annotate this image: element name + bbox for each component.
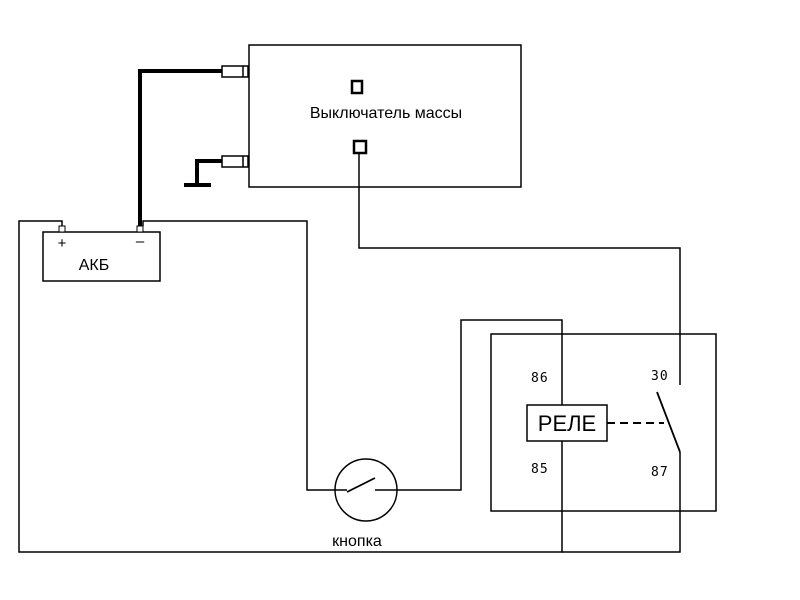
relay-pin-87: 87 bbox=[651, 465, 669, 480]
mass-switch-terminal-top bbox=[221, 65, 249, 78]
battery-label: АКБ bbox=[79, 257, 110, 274]
battery-plus-sign: + bbox=[58, 235, 67, 252]
relay-pin-86: 86 bbox=[531, 371, 549, 386]
wire-button-to-relay-86 bbox=[397, 319, 563, 491]
button-label: кнопка bbox=[332, 533, 382, 550]
mass-switch-box bbox=[248, 44, 522, 188]
battery-minus-sign: – bbox=[136, 233, 145, 250]
relay: РЕЛЕ 86 85 30 87 bbox=[490, 333, 717, 512]
wire-mass-switch-to-relay-30 bbox=[358, 153, 681, 385]
mass-switch-contact-top bbox=[350, 79, 364, 95]
mass-switch-label: Выключатель массы bbox=[310, 105, 462, 122]
relay-box bbox=[490, 333, 717, 512]
thin-wires bbox=[18, 153, 681, 553]
battery-plus-terminal bbox=[58, 225, 66, 233]
relay-switch-contact bbox=[656, 391, 681, 453]
battery-minus-terminal bbox=[136, 225, 144, 233]
relay-pin-85: 85 bbox=[531, 462, 549, 477]
mass-switch: Выключатель массы bbox=[221, 44, 522, 188]
heavy-wires bbox=[138, 69, 222, 230]
battery-negative-cable bbox=[138, 69, 222, 230]
battery: + – АКБ bbox=[42, 225, 161, 282]
push-button: кнопка bbox=[332, 458, 398, 550]
battery-box bbox=[42, 231, 161, 282]
mass-switch-terminal-bottom bbox=[221, 155, 249, 168]
relay-label: РЕЛЕ bbox=[538, 411, 596, 436]
wire-relay-87-return bbox=[562, 452, 681, 553]
ground-cable bbox=[195, 159, 222, 184]
relay-pin-30: 30 bbox=[651, 369, 669, 384]
wire-battery-to-button bbox=[142, 220, 335, 491]
wire-battery-plus-to-relay-85 bbox=[18, 220, 563, 553]
mass-switch-contact-bottom bbox=[352, 139, 368, 155]
